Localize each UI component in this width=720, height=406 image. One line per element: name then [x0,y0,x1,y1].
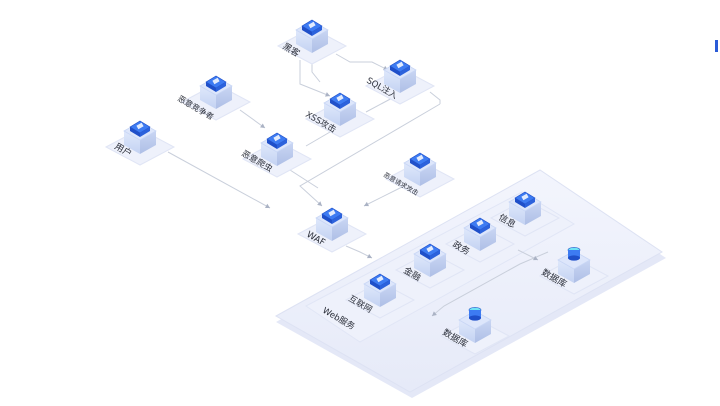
node-sql-injection: SQL注入 [365,59,436,105]
node-cube-left [558,260,574,283]
node-cube-left [464,228,480,251]
edge-request-waf-line [363,185,405,207]
edge-marker [715,40,718,52]
document-icon [205,75,227,92]
edge-waf-internet [345,245,373,259]
node-cube-right [216,86,232,109]
node-cube-right [340,103,356,126]
node-internet: 互联网 [344,273,416,319]
edge-hacker-sql [335,53,389,71]
node-cube-left [509,202,525,225]
node-cube-right [312,30,328,53]
node-cube-right [430,254,446,277]
node-cube-left [364,284,380,307]
node-database-left: 数据库 [439,307,511,355]
node-layer: 黑客SQL注入恶意竞争者XSS攻击恶意爬虫用户恶意请求攻击WAF信息政务金融互联… [104,19,610,355]
node-cube-right [525,202,541,225]
node-hacker: 黑客 [276,19,348,65]
database-icon [468,307,482,321]
node-cube-right [400,70,416,93]
document-icon [409,152,431,169]
server-icon [419,243,441,260]
server-icon [514,191,536,208]
edge-db-link-arrow [432,311,437,316]
edge-right-waf-arrow [317,201,322,206]
edge-competitor-crawler-line [239,109,266,129]
node-waf: WAF [296,207,368,253]
edge-user-waf-arrow [265,203,270,208]
node-malicious-competitor: 恶意竞争者 [176,75,252,122]
edge-layer [167,52,549,317]
node-cube-left [324,103,340,126]
node-cube-right [475,320,491,343]
node-cube-left [384,70,400,93]
edge-xss-crawler-line [305,131,331,147]
edge-request-waf-arrow [364,201,369,207]
document-icon [389,59,411,76]
node-cube-left [404,163,420,186]
edge-competitor-crawler [239,109,266,129]
edge-waf-internet-arrow [367,253,372,259]
edge-right-waf [299,103,441,207]
edge-crawler-waf [289,169,319,189]
node-cube-right [420,163,436,186]
edge-request-waf [363,185,405,207]
edge-sql-right-line [429,91,441,104]
edge-user-waf-line [167,151,271,209]
node-cube-right [380,284,396,307]
edge-user-waf [167,151,271,209]
node-cube-left [200,86,216,109]
document-icon [129,120,151,137]
node-government: 政务 [444,217,516,263]
database-icon [567,247,581,261]
document-icon [321,207,343,224]
edge-hacker-sql-line [335,53,389,71]
node-info: 信息 [489,191,561,237]
server-icon [369,273,391,290]
node-cube-left [296,30,312,53]
node-cube-left [124,131,140,154]
edge-waf-internet-line [345,245,373,259]
node-cube-left [261,143,277,166]
edge-hacker-down-arrow [325,92,330,97]
node-cube-right [574,260,590,283]
edge-sql-right [429,91,441,104]
node-cube-left [414,254,430,277]
edge-competitor-crawler-arrow [260,123,265,128]
node-cube-right [332,218,348,241]
document-icon [266,132,288,149]
edge-db-right-arrow [533,255,538,261]
node-xss-attack: XSS攻击 [304,92,376,138]
edge-xss-crawler [305,131,331,147]
node-malicious-crawler: 恶意爬虫 [240,132,313,178]
document-icon [329,92,351,109]
node-user: 用户 [104,120,176,166]
node-cube-left [459,320,475,343]
node-cube-right [277,143,293,166]
edge-hacker-down-line [299,60,331,97]
node-cube-left [316,218,332,241]
edge-right-waf-line [299,103,441,207]
server-icon [469,217,491,234]
node-malicious-request: 恶意请求攻击 [382,152,456,198]
document-icon [301,19,323,36]
node-database-right: 数据库 [538,247,610,295]
edge-db-right [517,249,539,261]
node-cube-right [480,228,496,251]
edge-crawler-waf-line [289,169,319,189]
node-cube-right [140,131,156,154]
edge-hacker-down [299,60,331,97]
